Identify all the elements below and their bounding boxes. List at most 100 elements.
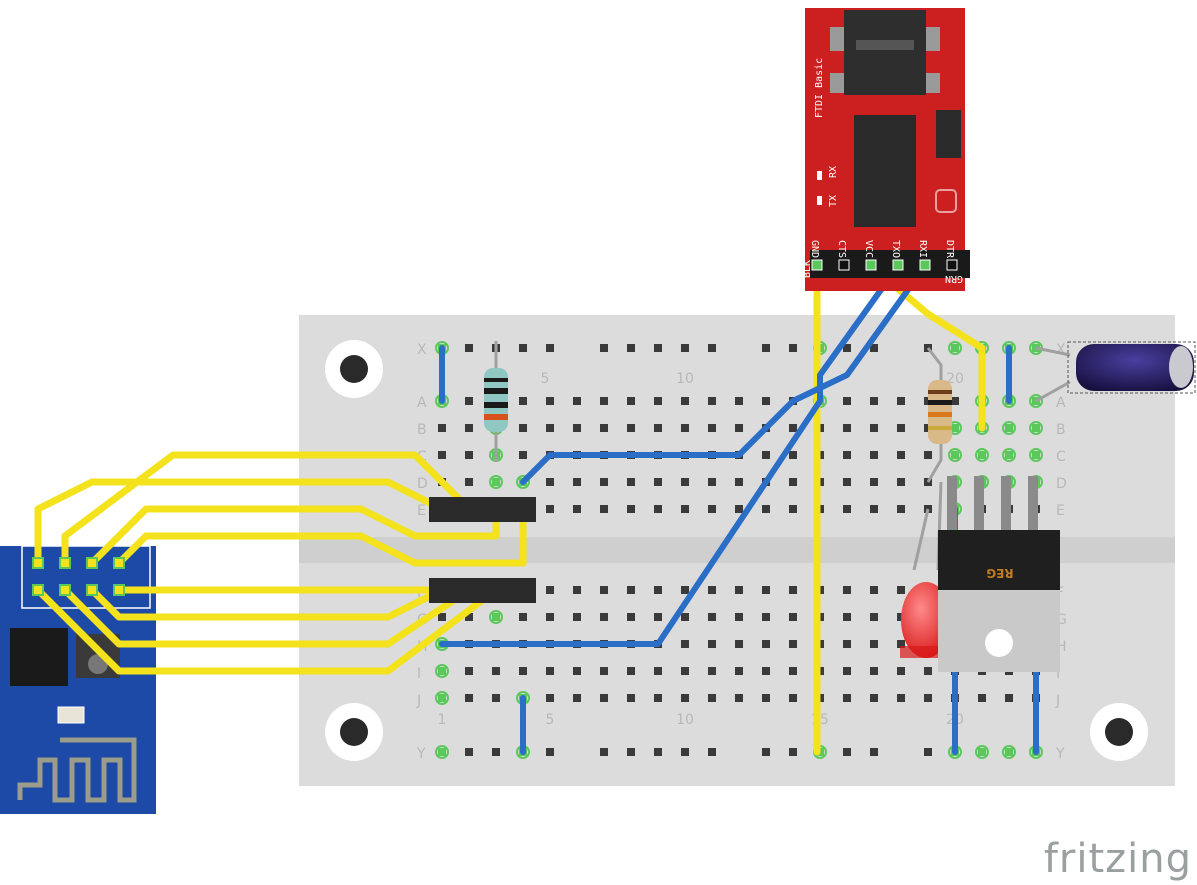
breadboard-hole — [762, 613, 770, 621]
breadboard-hole — [627, 667, 635, 675]
breadboard-hole — [627, 478, 635, 486]
breadboard-hole — [789, 748, 797, 756]
voltage-regulator[interactable]: REG — [938, 476, 1060, 672]
esp-header-pin[interactable] — [86, 584, 98, 596]
breadboard-hole — [654, 344, 662, 352]
breadboard-hole — [897, 640, 905, 648]
yellow-wires — [34, 262, 986, 756]
esp-header-pin[interactable] — [113, 584, 125, 596]
row-label-d: D — [417, 476, 428, 492]
breadboard-hole — [681, 613, 689, 621]
breadboard-hole — [789, 344, 797, 352]
breadboard-hole — [627, 505, 635, 513]
breadboard-hole — [978, 748, 986, 756]
breadboard-hole — [843, 613, 851, 621]
breadboard-hole — [789, 586, 797, 594]
ftdi-pin-rxi: RXI — [917, 240, 928, 258]
breadboard-hole — [789, 694, 797, 702]
row-label-b-right: B — [1056, 422, 1066, 438]
breadboard-hole — [762, 505, 770, 513]
breadboard-hole — [924, 451, 932, 459]
wire-esp-to-f3[interactable] — [34, 586, 500, 675]
breadboard-hole — [654, 586, 662, 594]
ftdi-pin-header — [810, 250, 970, 278]
row-label-i-right: I — [1056, 666, 1060, 682]
wire-esp-to-f2[interactable] — [61, 586, 473, 648]
wire-esp-to-f1[interactable] — [88, 586, 446, 621]
breadboard-hole — [654, 694, 662, 702]
breadboard-hole — [546, 478, 554, 486]
breadboard-hole — [897, 451, 905, 459]
wire-esp-to-e2[interactable] — [61, 451, 473, 567]
breadboard-hole — [843, 748, 851, 756]
esp-header-pin[interactable] — [113, 557, 125, 569]
row-label-j-right: J — [1055, 693, 1060, 709]
breadboard-hole — [789, 424, 797, 432]
wire-esp-to-e3[interactable] — [88, 505, 500, 567]
breadboard-hole — [924, 667, 932, 675]
breadboard-hole — [843, 694, 851, 702]
breadboard-hole — [546, 505, 554, 513]
breadboard-hole-connected — [975, 745, 989, 759]
breadboard-hole — [762, 397, 770, 405]
electrolytic-capacitor[interactable] — [1035, 341, 1196, 403]
wire-h1-to-ftdi-txo[interactable] — [439, 263, 901, 647]
wire-esp-to-e4[interactable] — [115, 505, 527, 567]
breadboard-hole — [762, 586, 770, 594]
resistor-right[interactable] — [926, 347, 952, 483]
breadboard-hole — [627, 748, 635, 756]
breadboard-hole-connected — [948, 448, 962, 462]
ftdi-header-pin[interactable] — [946, 259, 958, 271]
breadboard-hole-connected — [435, 691, 449, 705]
breadboard-hole — [546, 344, 554, 352]
ftdi-header-pin[interactable] — [811, 259, 823, 271]
ftdi-header-pin[interactable] — [865, 259, 877, 271]
breadboard-hole — [870, 397, 878, 405]
breadboard-hole — [924, 694, 932, 702]
esp-header-pin[interactable] — [59, 584, 71, 596]
header-strip-top — [429, 497, 536, 522]
ftdi-header-pin[interactable] — [919, 259, 931, 271]
breadboard-hole — [573, 424, 581, 432]
breadboard-hole — [951, 344, 959, 352]
esp-header-pin[interactable] — [59, 557, 71, 569]
breadboard-hole-connected — [489, 610, 503, 624]
resistor-left-body — [484, 368, 508, 432]
breadboard-hole — [600, 424, 608, 432]
resistor-left[interactable] — [484, 341, 508, 462]
breadboard-hole-connected — [1029, 448, 1043, 462]
col-label-5-top: 5 — [541, 371, 550, 387]
breadboard-hole — [708, 478, 716, 486]
breadboard-hole-connected — [1002, 745, 1016, 759]
breadboard-hole — [681, 586, 689, 594]
breadboard-hole — [708, 424, 716, 432]
breadboard-hole — [870, 667, 878, 675]
breadboard-hole — [600, 748, 608, 756]
breadboard-hole — [519, 613, 527, 621]
capacitor-body — [1076, 344, 1194, 391]
ftdi-header-pin[interactable] — [838, 259, 850, 271]
breadboard-hole — [627, 613, 635, 621]
breadboard-hole — [465, 613, 473, 621]
breadboard-hole — [708, 613, 716, 621]
breadboard-hole — [1032, 451, 1040, 459]
esp-header-pin[interactable] — [86, 557, 98, 569]
esp-header-pin[interactable] — [32, 584, 44, 596]
breadboard-hole — [762, 667, 770, 675]
breadboard-hole — [627, 586, 635, 594]
breadboard-hole — [546, 397, 554, 405]
ftdi-edge-blk: BLK — [802, 260, 813, 278]
breadboard-hole — [438, 694, 446, 702]
breadboard-hole — [1005, 694, 1013, 702]
breadboard-hole — [600, 344, 608, 352]
breadboard-hole — [681, 748, 689, 756]
wire-esp-to-e1[interactable] — [34, 478, 446, 567]
breadboard-hole — [843, 505, 851, 513]
esp-header-pin[interactable] — [32, 557, 44, 569]
breadboard-hole — [573, 478, 581, 486]
breadboard-hole — [438, 424, 446, 432]
breadboard-hole — [843, 640, 851, 648]
row-label-b: B — [417, 422, 427, 438]
wire-d4-to-ftdi-rxi[interactable] — [520, 263, 928, 485]
ftdi-header-pin[interactable] — [892, 259, 904, 271]
